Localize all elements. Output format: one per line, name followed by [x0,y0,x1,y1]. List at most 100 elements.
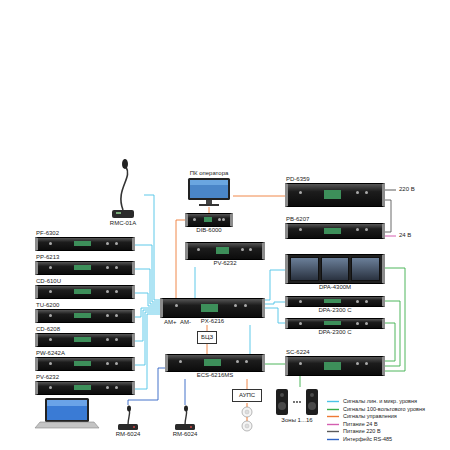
detector-wire [247,403,248,407]
legend-sample [326,428,340,435]
legend-text: Сигналы 100-вольтового уровня [343,406,425,413]
front-knob [365,191,368,194]
device-node: Зоны 1...16 [270,387,324,424]
amplifier-module [290,257,319,281]
front-knob [234,304,237,307]
front-knob [49,386,52,389]
front-display [324,362,341,370]
legend-row: Питание 220 В [326,428,381,436]
device-node: CD-610U [35,278,135,299]
smoke-detector [242,421,252,431]
front-knob [236,360,239,363]
monitor-frame [188,178,230,200]
front-knob [244,304,247,307]
device-node: TU-6200 [35,302,135,323]
rack-unit [185,213,233,227]
device-node: PW-6242A [35,350,135,371]
connector [385,323,395,361]
gooseneck-microphone [102,158,144,220]
icon-holder [270,387,324,417]
front-knob [115,266,118,269]
smoke-detector [242,407,252,417]
label-holder: AM+ [164,319,177,326]
laptop-screen-glare [47,400,87,406]
connector [135,314,160,389]
laptop-base [35,422,99,428]
front-knob [365,228,368,231]
monitor-glare [190,180,228,185]
connector [135,312,160,365]
device-label: RMC-01A [102,220,144,227]
device-node: PD-6359 [285,176,385,207]
connector [265,270,285,300]
monitor-foot [199,204,219,206]
power-wire [385,190,396,191]
dot [299,401,301,403]
desk-microphone [170,405,200,431]
front-knob [106,362,109,365]
front-knob [356,228,359,231]
front-knob [299,228,302,231]
connector [265,302,285,304]
power-wire [385,236,396,237]
speaker-box [306,389,318,415]
front-knob [49,242,52,245]
front-knob [249,248,252,251]
rack-unit [185,242,265,260]
front-display [324,228,341,234]
front-knob [106,314,109,317]
front-display [324,299,341,303]
front-knob [49,362,52,365]
legend-sample [326,413,340,420]
front-knob [241,248,244,251]
signal-label: AM+ [164,319,177,326]
rack-unit [35,357,135,371]
mic-led [190,426,192,428]
front-knob [356,300,359,303]
connector [135,308,160,317]
laptop-lid [45,398,89,422]
device-label: TU-6200 [35,302,135,309]
front-knob [106,386,109,389]
front-display [74,337,91,342]
connector [135,293,160,306]
connector [207,344,208,354]
connector [247,379,248,389]
connector [176,220,185,298]
device-label: DPA-2300 C [285,307,385,314]
device-label: PW-6242A [35,350,135,357]
connector [233,196,285,197]
mic-base [118,424,138,430]
front-knob [299,362,302,365]
device-node: DIB-6000 [185,213,233,234]
front-display [74,313,91,318]
front-knob [197,248,200,251]
legend-sample [326,436,340,443]
front-knob [356,322,359,325]
front-knob [299,191,302,194]
device-node: DPA-2300 C [285,318,385,336]
mic-head [122,159,128,169]
front-knob [179,360,182,363]
mic-led [133,426,135,428]
signal-label: AM- [180,319,191,326]
mic-led [116,212,121,214]
device-label: Зоны 1...16 [270,417,324,424]
monitor-icon [185,177,233,207]
front-knob [106,242,109,245]
rack-unit [35,309,135,323]
labelled-box: БЦЗ [197,331,217,344]
front-knob [175,304,178,307]
device-label: ECS-6216MS [165,372,265,379]
connector [300,376,301,387]
device-label: PF-6302 [35,230,135,237]
device-label: DPA-2300 C [285,329,385,336]
connector [195,267,196,298]
mic-neck [121,167,128,210]
front-knob [49,290,52,293]
device-label: DIB-6000 [185,227,233,234]
amplifier-frame [285,254,385,284]
amplifier-module [351,257,380,281]
legend-row: Интерфейс RS-485 [326,436,392,444]
device-label: DPA-4300M [285,284,385,291]
